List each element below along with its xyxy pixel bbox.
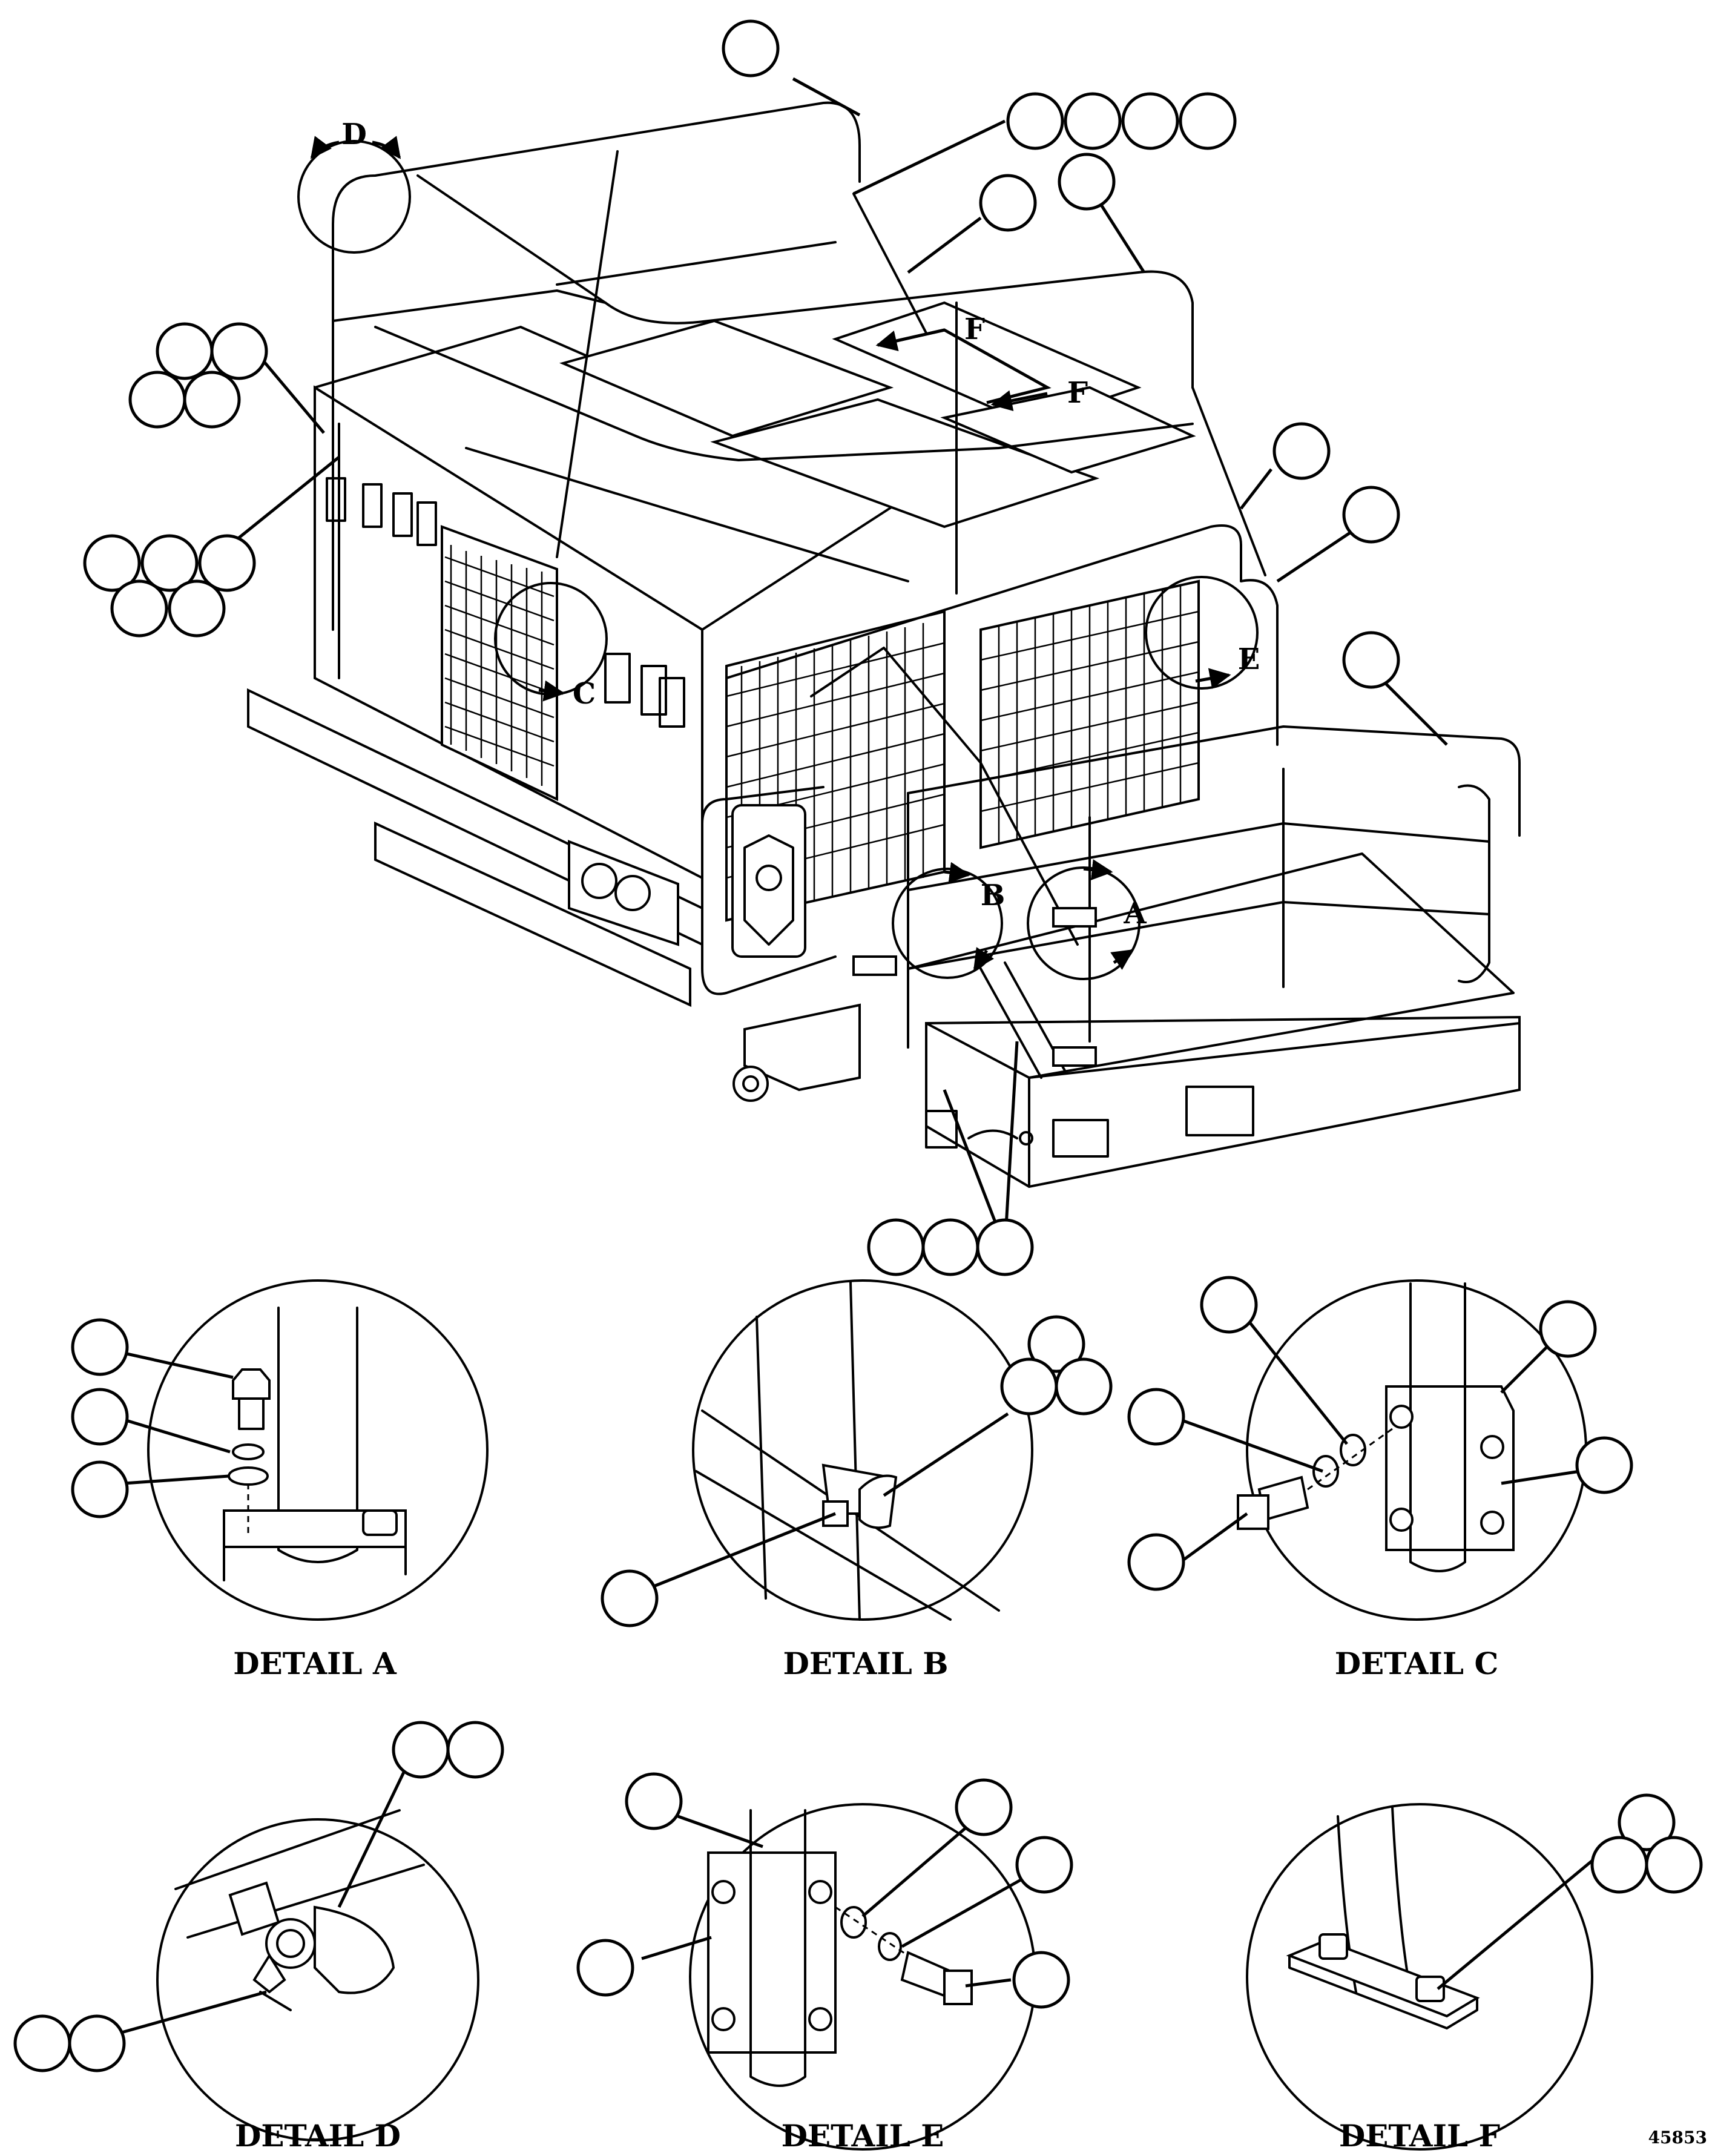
detail-marker-D: D	[297, 117, 411, 254]
detail-B-view: DETAIL B	[601, 1279, 1113, 1681]
detail-marker-A-letter: A	[1123, 897, 1147, 931]
detail-marker-D-letter: D	[341, 117, 367, 151]
section-marker-F-letter-1: F	[964, 312, 985, 346]
detail-marker-E: E	[1145, 576, 1260, 690]
detail-F-label: DETAIL F	[1339, 2118, 1500, 2154]
detail-C-view: DETAIL C	[1127, 1276, 1633, 1681]
detail-marker-B: B	[892, 862, 1006, 979]
detail-E-label: DETAIL E	[782, 2118, 944, 2154]
detail-marker-C: C	[494, 582, 608, 711]
main-assembly-view: D C E B A F F	[83, 19, 1521, 1276]
detail-F-view: DETAIL F	[1246, 1793, 1703, 2154]
callout-bubbles-main	[83, 19, 1448, 1276]
detail-marker-A: A	[1027, 859, 1147, 980]
upper-handrail	[332, 101, 861, 631]
detail-E-view: DETAIL E	[576, 1772, 1073, 2154]
front-handrail	[725, 524, 1279, 746]
detail-A-view: DETAIL A	[71, 1279, 489, 1681]
section-marker-F-letter-2: F	[1067, 376, 1088, 410]
detail-B-label: DETAIL B	[783, 1646, 949, 1681]
section-marker-F: F F	[875, 312, 1088, 411]
drawing-number: 45853	[1648, 2128, 1707, 2148]
detail-marker-B-letter: B	[981, 879, 1006, 912]
step-handrail	[701, 786, 837, 995]
detail-D-view: DETAIL D	[13, 1721, 504, 2154]
detail-C-label: DETAIL C	[1335, 1646, 1498, 1681]
detail-A-label: DETAIL A	[233, 1646, 397, 1681]
detail-D-label: DETAIL D	[235, 2118, 401, 2154]
detail-marker-E-letter: E	[1238, 642, 1260, 676]
detail-marker-C-letter: C	[573, 677, 596, 711]
